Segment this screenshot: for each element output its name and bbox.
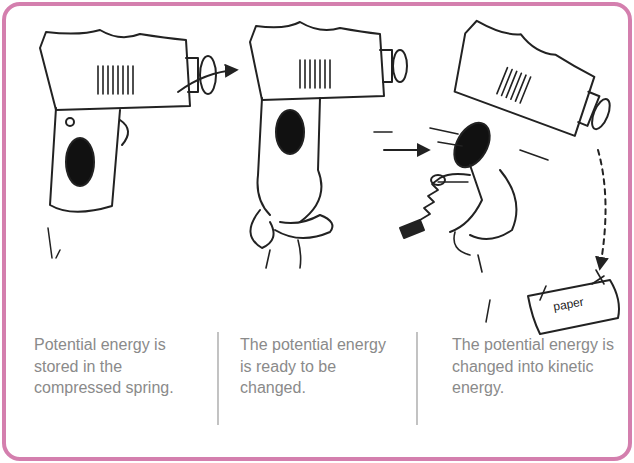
sequence-arrow bbox=[178, 70, 236, 92]
caption-text: The potential energy is changed into kin… bbox=[452, 334, 617, 399]
paper-sheet bbox=[528, 280, 619, 334]
toy-gun-compressed bbox=[40, 30, 216, 258]
toy-gun-firing bbox=[400, 15, 624, 334]
spring-symbol bbox=[420, 174, 470, 220]
panel-frame bbox=[4, 4, 630, 459]
sequence-arrow bbox=[384, 149, 428, 151]
trajectory-line bbox=[598, 150, 606, 268]
toy-gun-ready bbox=[250, 22, 407, 268]
column-divider bbox=[416, 332, 417, 425]
caption-text: The potential energy is ready to be chan… bbox=[240, 334, 400, 399]
column-divider bbox=[217, 332, 218, 425]
caption-text: Potential energy is stored in the compre… bbox=[34, 334, 204, 399]
handwritten-label: paper bbox=[552, 294, 585, 315]
